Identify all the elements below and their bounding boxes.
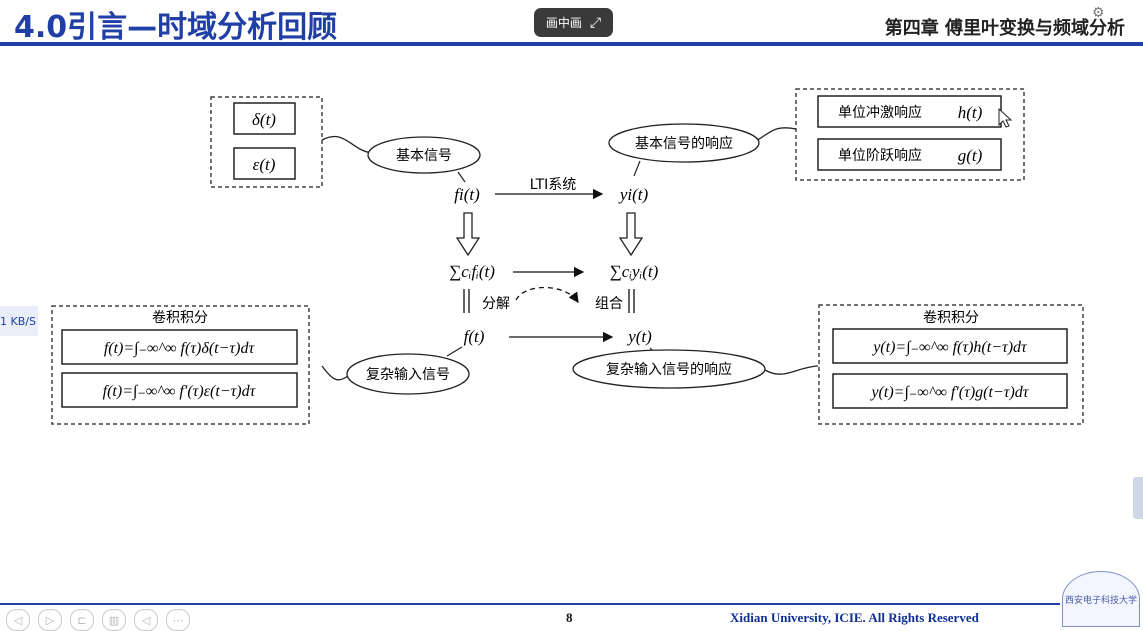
input-fi: fi(t): [454, 185, 480, 204]
step-response-box: [817, 138, 1002, 171]
complex-input-label: 复杂输入信号: [366, 366, 450, 383]
impulse-response-box: [817, 95, 1002, 128]
copyright-text: Xidian University, ICIE. All Rights Rese…: [730, 610, 979, 625]
basic-response-label: 基本信号的响应: [635, 135, 733, 152]
left-convolution-title: 卷积积分: [152, 310, 208, 326]
sum-input: ∑cᵢfᵢ(t): [449, 262, 495, 281]
side-scroll-handle[interactable]: [1133, 477, 1143, 519]
step-response-symbol: g(t): [958, 146, 983, 165]
back-icon[interactable]: ◁: [134, 609, 158, 631]
basic-response-group: [795, 88, 1025, 181]
more-icon[interactable]: ⋯: [166, 609, 190, 631]
left-convolution-group: [51, 305, 310, 425]
basic-signal-label: 基本信号: [396, 147, 452, 164]
left-convolution-formula-1: f(t)=∫₋∞^∞ f(τ)δ(t−τ)dτ: [104, 340, 256, 358]
expand-icon: ⤢: [589, 14, 602, 31]
impulse-response-symbol: h(t): [958, 103, 983, 122]
university-seal-icon: 西安电子科技大学: [1062, 571, 1140, 627]
complex-response-ellipse: [572, 349, 766, 389]
complex-input-ellipse: [346, 353, 470, 395]
delta-signal: δ(t): [252, 110, 276, 129]
slide-nav: ◁ ▷ ⊏ ▥ ◁ ⋯: [6, 609, 190, 631]
seal-text: 西安电子科技大学: [1064, 595, 1137, 606]
down-arrow-left-icon: [455, 212, 481, 257]
basic-signal-group: [210, 96, 323, 188]
next-slide-icon[interactable]: ▷: [38, 609, 62, 631]
decompose-label: 分解: [482, 296, 510, 312]
network-speed-badge: 1 KB/S: [0, 306, 38, 336]
right-convolution-formula-2: y(t)=∫₋∞^∞ f′(τ)g(t−τ)dτ: [869, 384, 1029, 402]
right-convolution-group: [818, 304, 1084, 425]
right-convolution-title: 卷积积分: [923, 310, 979, 326]
sum-output: ∑cᵢyᵢ(t): [610, 262, 659, 281]
prev-slide-icon[interactable]: ◁: [6, 609, 30, 631]
output-y: y(t): [626, 327, 652, 346]
page-number: 8: [566, 610, 573, 625]
page-title: 4.0引言—时域分析回顾: [14, 10, 338, 45]
basic-response-ellipse: [608, 123, 760, 163]
settings-icon[interactable]: ⚙: [1092, 6, 1105, 21]
impulse-response-label: 单位冲激响应: [838, 104, 922, 121]
footer-divider: [0, 603, 1060, 605]
pip-label: 画中画: [545, 16, 582, 30]
complex-response-label: 复杂输入信号的响应: [606, 361, 732, 378]
step-response-label: 单位阶跃响应: [838, 147, 922, 164]
mouse-cursor-icon: [998, 107, 1013, 128]
delta-box: [233, 102, 296, 135]
header-divider: [0, 42, 1143, 46]
left-convolution-formula-2: f(t)=∫₋∞^∞ f′(τ)ε(t−τ)dτ: [103, 383, 257, 401]
combine-label: 组合: [595, 296, 623, 312]
epsilon-signal: ε(t): [253, 155, 276, 174]
down-arrow-right-icon: [618, 212, 644, 257]
input-f: f(t): [464, 327, 485, 346]
pip-button[interactable]: 画中画 ⤢: [534, 8, 613, 37]
basic-signal-ellipse: [367, 136, 481, 174]
right-convolution-formula-1: y(t)=∫₋∞^∞ f(τ)h(t−τ)dτ: [871, 339, 1028, 357]
output-yi: yi(t): [618, 185, 649, 204]
menu-icon[interactable]: ⊏: [70, 609, 94, 631]
chapter-title: 第四章 傅里叶变换与频域分析: [884, 18, 1125, 39]
lti-system-label: LTI系统: [530, 177, 577, 193]
slides-icon[interactable]: ▥: [102, 609, 126, 631]
epsilon-box: [233, 147, 296, 180]
